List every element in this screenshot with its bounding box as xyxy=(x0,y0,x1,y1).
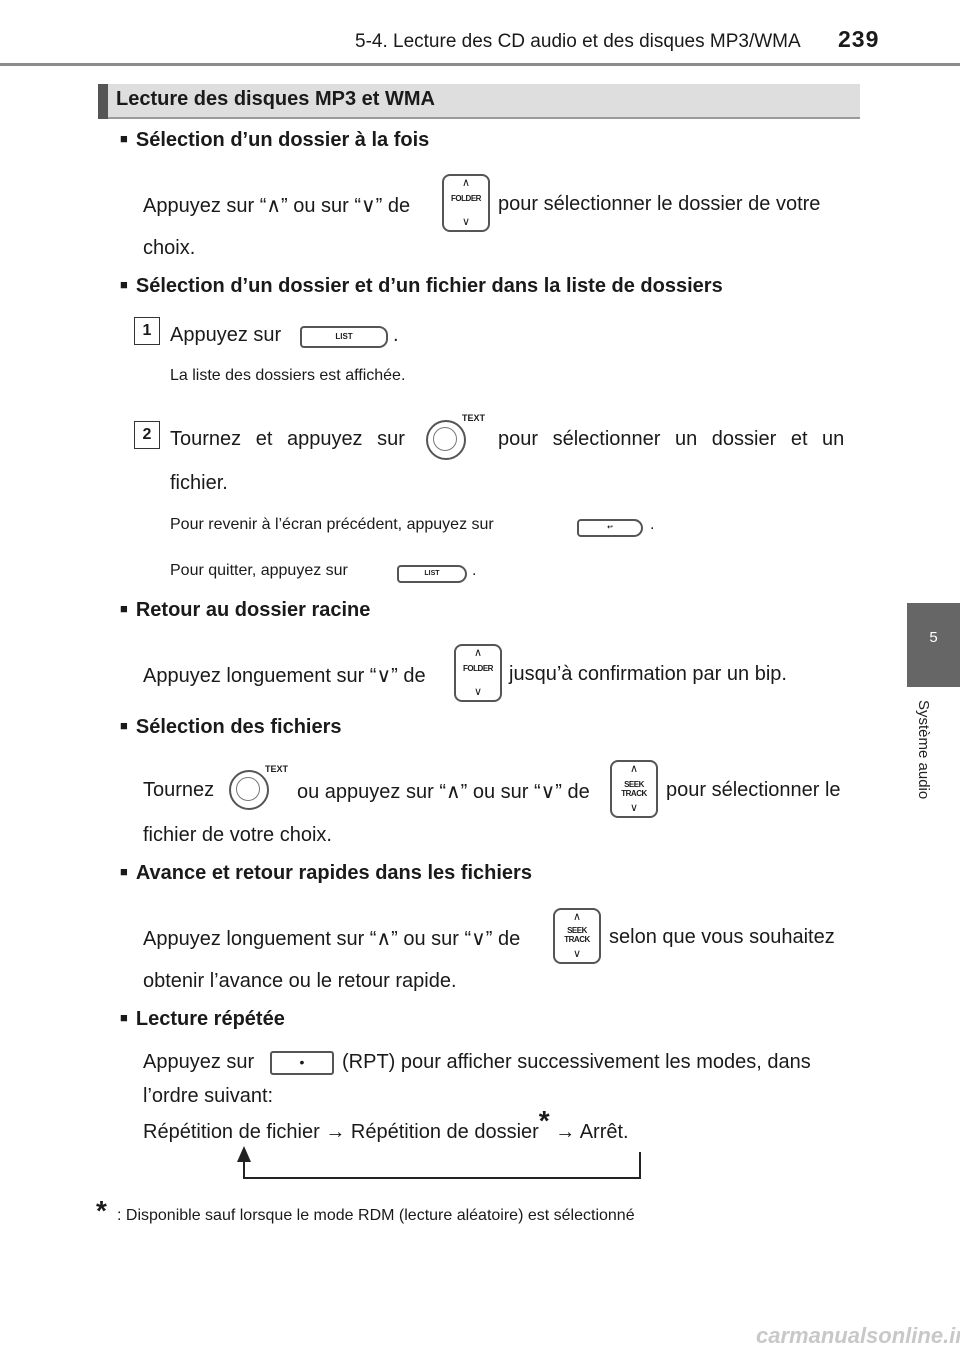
root-folder-text-b: jusqu’à confirmation par un bip. xyxy=(509,663,787,685)
seek-track-label: SEEK TRACK xyxy=(555,926,599,944)
seek-label: SEEK xyxy=(624,780,644,789)
step-2-note-quit-b: . xyxy=(472,562,477,579)
folder-button-label: FOLDER xyxy=(451,194,481,203)
folder-select-text-a: Appuyez sur “∧” ou sur “∨” de xyxy=(143,195,411,217)
fast-forward-text-c: obtenir l’avance ou le retour rapide. xyxy=(143,970,457,992)
repeat-text-c: l’ordre suivant: xyxy=(143,1085,274,1107)
file-select-text-b: ou appuyez sur “∧” ou sur “∨” de xyxy=(297,781,590,803)
chapter-title: Système audio xyxy=(915,700,932,800)
heading-folder-select: Sélection d’un dossier à la fois xyxy=(120,129,429,152)
folder-rocker-button: ∧ FOLDER ∨ xyxy=(442,174,490,232)
file-select-text-d: fichier de votre choix. xyxy=(143,824,332,846)
file-select-text-a: Tournez xyxy=(143,779,215,801)
track-label: TRACK xyxy=(564,935,590,944)
folder-button-label: FOLDER xyxy=(463,664,493,673)
chevron-up-icon: ∧ xyxy=(629,763,639,775)
chevron-up-icon: ∧ xyxy=(461,177,471,189)
seek-label: SEEK xyxy=(567,926,587,935)
section-banner xyxy=(98,84,860,119)
chevron-down-icon: ∨ xyxy=(473,686,483,698)
list-button-small: LIST xyxy=(397,565,467,583)
cycle-arrow-head-icon xyxy=(237,1146,251,1162)
mode-file: Répétition de fichier xyxy=(143,1121,320,1143)
watermark: carmanualsonline.info xyxy=(756,1323,960,1348)
step-2-text-b: pour sélectionner un dossier et un xyxy=(498,428,845,450)
heading-repeat: Lecture répétée xyxy=(120,1008,285,1031)
step-2-badge: 2 xyxy=(134,421,160,449)
fast-forward-text-b: selon que vous souhaitez xyxy=(609,926,835,948)
back-arrow-icon: ↩ xyxy=(607,524,613,531)
chevron-down-icon: ∨ xyxy=(629,802,639,814)
footnote-text: : Disponible sauf lorsque le mode RDM (l… xyxy=(117,1207,635,1224)
footnote-marker: * xyxy=(538,1105,550,1136)
text-knob-2 xyxy=(229,770,269,810)
repeat-mode-sequence: Répétition de fichier → Répétition de do… xyxy=(143,1107,629,1144)
step-1-text-a: Appuyez sur xyxy=(170,324,282,346)
step-2-text-a: Tournez et appuyez sur xyxy=(170,428,405,450)
text-knob-label-2: TEXT xyxy=(265,764,289,774)
heading-root-folder: Retour au dossier racine xyxy=(120,599,371,622)
heading-folder-list: Sélection d’un dossier et d’un fichier d… xyxy=(120,275,723,298)
chevron-up-icon: ∧ xyxy=(473,647,483,659)
chevron-up-icon: ∧ xyxy=(572,911,582,923)
mode-folder: Répétition de dossier xyxy=(350,1121,539,1143)
list-button: LIST xyxy=(300,326,388,348)
rpt-button: • xyxy=(270,1051,334,1075)
arrow-right-icon: → xyxy=(325,1121,346,1143)
cycle-arrow-line xyxy=(243,1177,641,1179)
folder-rocker-button-2: ∧ FOLDER ∨ xyxy=(454,644,502,702)
dot-icon: • xyxy=(299,1054,305,1070)
header-rule xyxy=(0,63,960,66)
step-2-text-c: fichier. xyxy=(170,472,228,494)
running-header: 5-4. Lecture des CD audio et des disques… xyxy=(355,31,801,52)
seek-track-label: SEEK TRACK xyxy=(612,780,656,798)
text-knob-label: TEXT xyxy=(462,413,486,423)
chapter-number: 5 xyxy=(929,629,938,646)
folder-select-text-b: pour sélectionner le dossier de votre xyxy=(498,193,821,215)
cycle-arrow-line xyxy=(639,1152,641,1179)
track-label: TRACK xyxy=(621,789,647,798)
footnote-star: * xyxy=(96,1195,107,1226)
section-title: Lecture des disques MP3 et WMA xyxy=(116,88,435,110)
fast-forward-text-a: Appuyez longuement sur “∧” ou sur “∨” de xyxy=(143,928,521,950)
arrow-right-icon: → xyxy=(555,1121,576,1143)
folder-select-text-c: choix. xyxy=(143,237,196,259)
seek-track-rocker-button: ∧ SEEK TRACK ∨ xyxy=(610,760,658,818)
repeat-text-a: Appuyez sur xyxy=(143,1051,255,1073)
step-2-note-back-a: Pour revenir à l’écran précédent, appuye… xyxy=(170,516,494,533)
page-number: 239 xyxy=(838,26,880,52)
seek-track-rocker-button-2: ∧ SEEK TRACK ∨ xyxy=(553,908,601,964)
repeat-text-b: (RPT) pour afficher successivement les m… xyxy=(342,1051,811,1073)
heading-file-select: Sélection des fichiers xyxy=(120,716,342,739)
step-2-note-back-b: . xyxy=(650,516,655,533)
step-1-note: La liste des dossiers est affichée. xyxy=(170,367,406,384)
section-banner-accent xyxy=(98,84,108,119)
mode-off: Arrêt. xyxy=(579,1121,629,1143)
step-2-note-quit-a: Pour quitter, appuyez sur xyxy=(170,562,348,579)
step-1-badge: 1 xyxy=(134,317,160,345)
step-1-text-b: . xyxy=(393,324,399,346)
chevron-down-icon: ∨ xyxy=(461,216,471,228)
text-knob xyxy=(426,420,466,460)
root-folder-text-a: Appuyez longuement sur “∨” de xyxy=(143,665,426,687)
cycle-arrow-line xyxy=(243,1160,245,1179)
chapter-tab xyxy=(907,603,960,687)
chevron-down-icon: ∨ xyxy=(572,948,582,960)
back-button: ↩ xyxy=(577,519,643,537)
heading-fast-forward: Avance et retour rapides dans les fichie… xyxy=(120,862,532,885)
file-select-text-c: pour sélectionner le xyxy=(666,779,841,801)
